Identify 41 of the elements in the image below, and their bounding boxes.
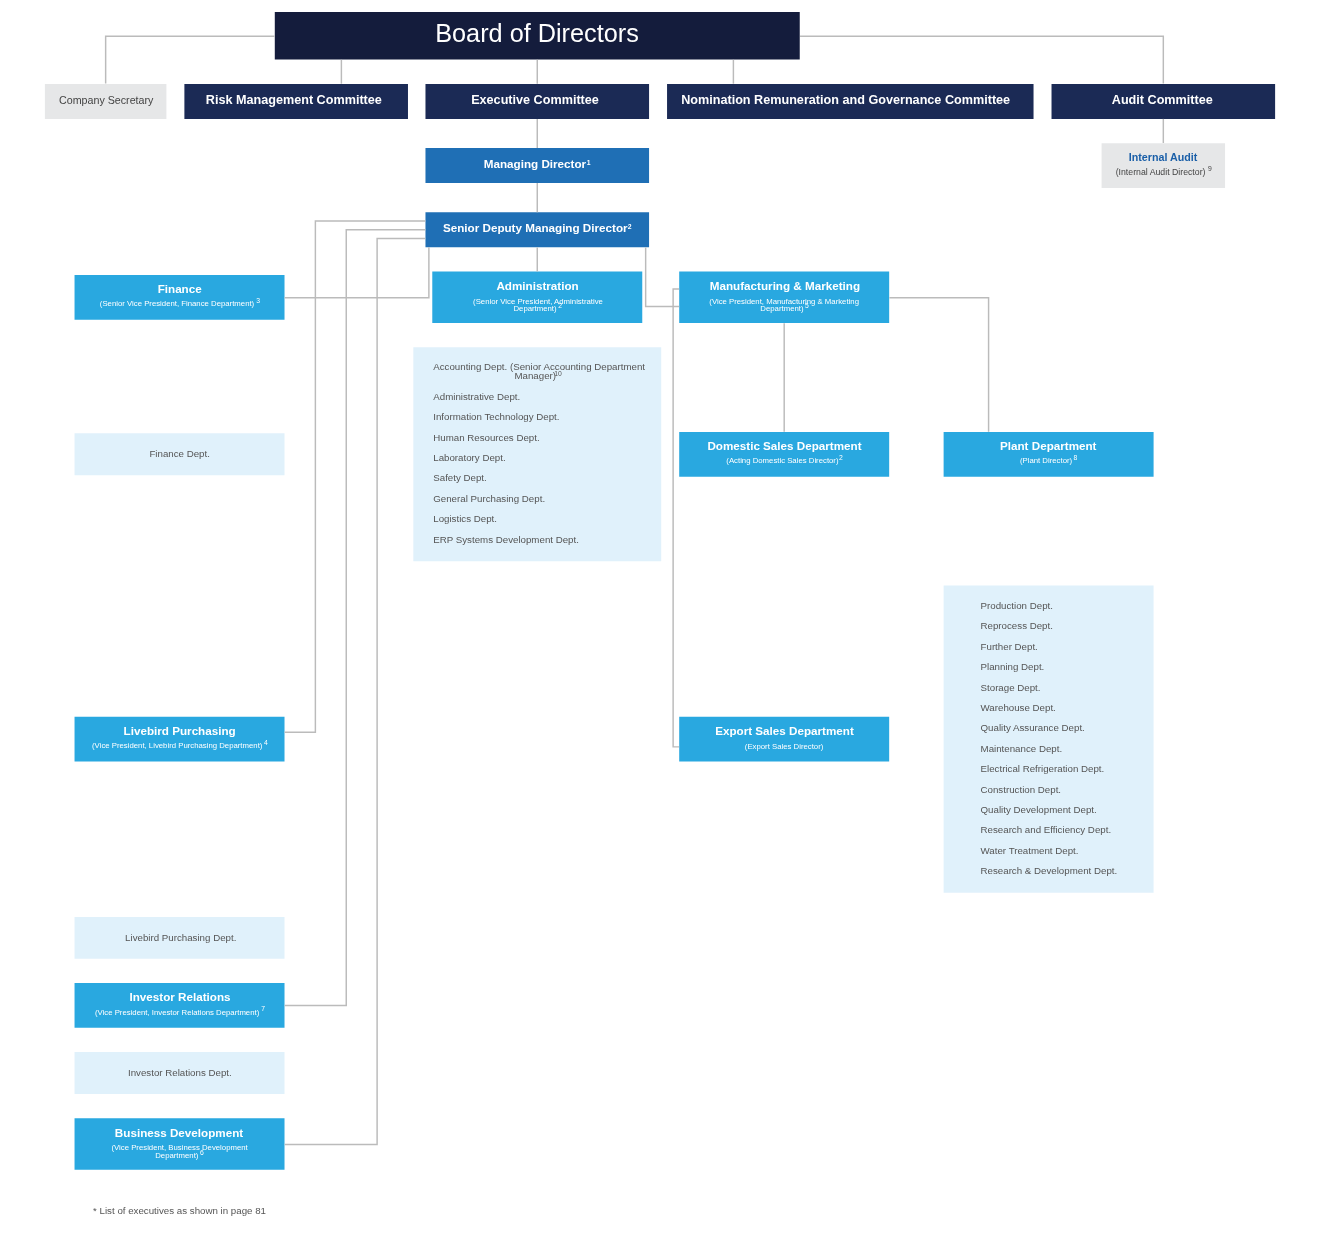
node-box: Domestic Sales Department (Acting Domestic Sales Director)$^{2}$	[679, 431, 890, 477]
node-box: Manufacturing & Marketing (Vice President, Manufacturing & Marketing Department)$^{5}$	[679, 271, 890, 324]
node-box: Executive Committee	[425, 83, 650, 119]
node-box: Investor Relations (Vice President, Investor Relations Department)$^{7}$	[74, 983, 285, 1028]
connector	[1162, 118, 1165, 144]
connector	[799, 35, 1165, 85]
connector	[283, 229, 427, 1007]
node-box: Finance Dept.	[74, 433, 285, 476]
connector	[783, 322, 785, 433]
node-box: Livebird Purchasing (Vice President, Livebird Purchasing Department)$^{4}$	[74, 716, 285, 762]
node-box: Audit Committee	[1051, 83, 1276, 119]
connector	[283, 246, 430, 299]
node-box: Investor Relations Dept.	[74, 1052, 285, 1094]
node-box: Managing Director$^{1}$	[425, 148, 650, 184]
node-box: Risk Management Committee	[184, 83, 408, 119]
connector	[644, 246, 680, 308]
node-box: Finance (Senior Vice President, Finance Department)$^{3}$	[74, 274, 285, 320]
node-box: Administration (Senior Vice President, Administrative Department)$^{2}$	[432, 271, 643, 324]
connector	[536, 182, 538, 213]
connector	[283, 237, 426, 1146]
connector	[536, 246, 538, 273]
node-box: Accounting Dept. (Senior Accounting Department Manager)$^{10}$ Administrative Dept. Information Technology Dept. Human Resources Dept. Laboratory Dept. Safety Dept. General Purchasing Dept. Logistics Dept. ERP Systems Development Dept.	[413, 347, 662, 562]
node-box: Board of Directors	[274, 11, 800, 60]
connector	[672, 288, 680, 748]
node-box: Company Secretary	[44, 83, 167, 119]
node-box: Livebird Purchasing Dept.	[74, 917, 285, 959]
node-box: Nomination Remuneration and Governance Committee	[667, 83, 1034, 119]
connector	[283, 220, 427, 733]
connector	[104, 35, 276, 85]
connector	[888, 297, 990, 433]
node-box: Export Sales Department (Export Sales Director)	[679, 716, 890, 762]
node-box: Business Development (Vice President, Business Development Department)$^{6}$	[74, 1118, 285, 1170]
node-box: Plant Department (Plant Director)$^{8}$	[943, 431, 1154, 477]
connector	[536, 118, 538, 149]
node-box: Senior Deputy Managing Director$^{2}$	[425, 212, 650, 248]
node-box: Internal Audit (Internal Audit Director)$^{9}$	[1101, 143, 1226, 188]
connector	[732, 59, 735, 85]
connector	[340, 59, 343, 85]
node-box: Production Dept. Reprocess Dept. Further Dept. Planning Dept. Storage Dept. Warehouse Dept. Quality Assurance Dept. Maintenance Dept. Electrical Refrigeration Dept. Construction Dept. Quality Development Dept. Research and Efficiency Dept. Water Treatment Dept. Research & Development Dept.	[943, 585, 1154, 893]
connector	[536, 59, 538, 85]
label: * List of executives as shown in page 81	[93, 1204, 266, 1216]
